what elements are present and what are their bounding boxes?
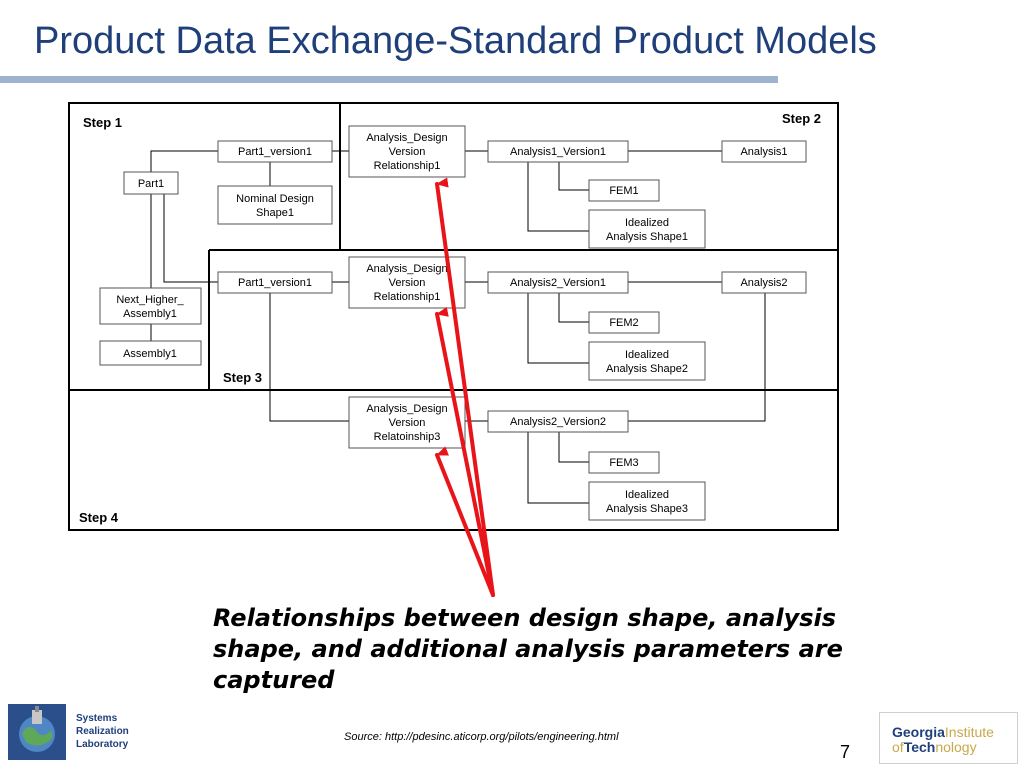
node-analysis2-version2: Analysis2_Version2 (487, 410, 629, 433)
svg-text:Relationship1: Relationship1 (374, 291, 441, 303)
svg-text:FEM1: FEM1 (609, 185, 638, 197)
node-analysis-design-version-relatoinship3: Analysis_Design Version Relatoinship3 (348, 396, 466, 449)
svg-text:Version: Version (389, 417, 426, 429)
svg-text:Part1: Part1 (138, 178, 164, 190)
svg-text:Analysis_Design: Analysis_Design (366, 263, 447, 275)
arrow-to-relatoinship3 (435, 446, 495, 597)
node-idealized-analysis-shape2: Idealized Analysis Shape2 (588, 341, 706, 381)
step-1-label: Step 1 (83, 115, 122, 130)
svg-text:Part1_version1: Part1_version1 (238, 146, 312, 158)
svg-text:Analysis Shape1: Analysis Shape1 (606, 231, 688, 243)
step-3-label: Step 3 (223, 370, 262, 385)
svg-text:Version: Version (389, 277, 426, 289)
connectors (150, 150, 766, 504)
svg-text:Next_Higher_: Next_Higher_ (116, 294, 184, 306)
node-analysis-design-version-relationship1-top: Analysis_Design Version Relationship1 (348, 125, 466, 178)
caption-text: Relationships between design shape, anal… (213, 604, 843, 694)
node-analysis1-version1: Analysis1_Version1 (487, 140, 629, 163)
svg-text:FEM2: FEM2 (609, 317, 638, 329)
svg-text:Assembly1: Assembly1 (123, 308, 177, 320)
svg-text:Analysis1: Analysis1 (740, 146, 787, 158)
node-assembly1: Assembly1 (99, 340, 202, 366)
node-part1-version1-mid: Part1_version1 (217, 271, 333, 294)
source-citation: Source: http://pdesinc.aticorp.org/pilot… (344, 731, 619, 743)
georgia-tech-logo: GeorgiaInstitute ofTechnology (879, 712, 1018, 764)
systems-realization-lab-logo (8, 704, 66, 760)
svg-text:Nominal Design: Nominal Design (236, 193, 314, 205)
step-frames (68, 102, 839, 531)
node-part1-version1-top: Part1_version1 (217, 140, 333, 163)
slide-title: Product Data Exchange-Standard Product M… (34, 20, 877, 62)
svg-text:Analysis2_Version1: Analysis2_Version1 (510, 277, 606, 289)
node-fem2: FEM2 (588, 311, 660, 334)
outer-frame (68, 102, 839, 531)
node-nominal-design-shape1: Nominal Design Shape1 (217, 185, 333, 225)
step-2-label: Step 2 (782, 111, 821, 126)
node-fem3: FEM3 (588, 451, 660, 474)
svg-text:Idealized: Idealized (625, 349, 669, 361)
node-next-higher-assembly1: Next_Higher_ Assembly1 (99, 287, 202, 325)
logo-nology: nology (935, 739, 977, 755)
svg-text:FEM3: FEM3 (609, 457, 638, 469)
svg-text:Relatoinship3: Relatoinship3 (374, 431, 441, 443)
node-analysis1: Analysis1 (721, 140, 807, 163)
logo-tech: Tech (903, 739, 936, 755)
logo-institute: Institute (944, 724, 994, 740)
svg-text:Shape1: Shape1 (256, 207, 294, 219)
systems-realization-lab-name: Systems Realization Laboratory (76, 712, 129, 751)
node-analysis2-version1: Analysis2_Version1 (487, 271, 629, 294)
page-number: 7 (840, 742, 851, 762)
node-fem1: FEM1 (588, 179, 660, 202)
svg-text:Version: Version (389, 146, 426, 158)
lab-name-line-1: Systems (76, 713, 118, 724)
arrow-to-relationship1-mid (435, 306, 495, 597)
lab-name-line-2: Realization (76, 726, 129, 737)
svg-text:Analysis Shape3: Analysis Shape3 (606, 503, 688, 515)
svg-text:Part1_version1: Part1_version1 (238, 277, 312, 289)
node-idealized-analysis-shape1: Idealized Analysis Shape1 (588, 209, 706, 249)
node-analysis-design-version-relationship1-mid: Analysis_Design Version Relationship1 (348, 256, 466, 309)
logo-georgia: Georgia (892, 724, 945, 740)
node-part1: Part1 (123, 171, 179, 195)
svg-text:Analysis2: Analysis2 (740, 277, 787, 289)
callout-arrows (435, 177, 495, 597)
svg-text:Analysis_Design: Analysis_Design (366, 403, 447, 415)
logo-of: of (892, 739, 904, 755)
svg-text:Assembly1: Assembly1 (123, 348, 177, 360)
step-4-label: Step 4 (79, 510, 119, 525)
title-underline (0, 76, 778, 83)
svg-text:Analysis1_Version1: Analysis1_Version1 (510, 146, 606, 158)
lab-name-line-3: Laboratory (76, 739, 129, 750)
node-analysis2: Analysis2 (721, 271, 807, 294)
svg-text:Analysis_Design: Analysis_Design (366, 132, 447, 144)
svg-text:Analysis Shape2: Analysis Shape2 (606, 363, 688, 375)
svg-text:Analysis2_Version2: Analysis2_Version2 (510, 416, 606, 428)
arrow-to-relationship1-top (435, 177, 495, 597)
svg-text:Relationship1: Relationship1 (374, 160, 441, 172)
node-idealized-analysis-shape3: Idealized Analysis Shape3 (588, 481, 706, 521)
svg-text:Idealized: Idealized (625, 217, 669, 229)
svg-text:Idealized: Idealized (625, 489, 669, 501)
